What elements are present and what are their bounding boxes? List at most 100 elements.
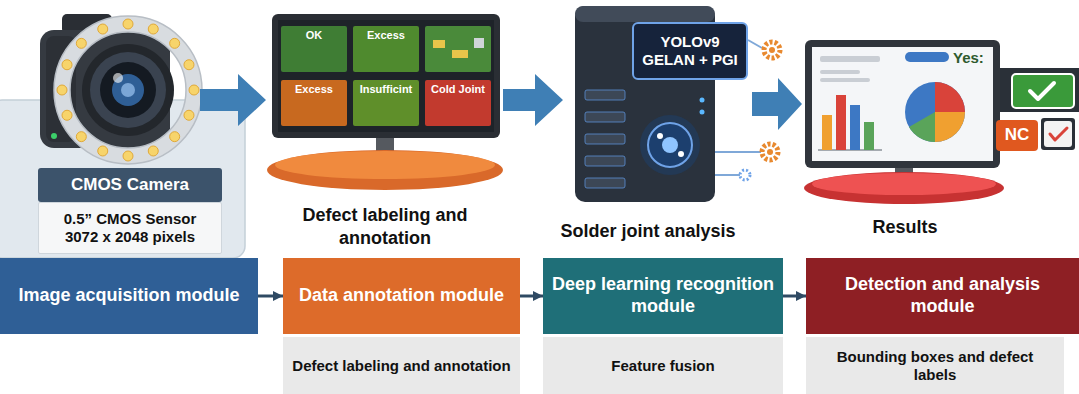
server-illustration (769, 47, 775, 53)
module-band: Data annotation module (283, 258, 520, 334)
ring-light (76, 132, 86, 142)
camera-illustration (113, 73, 123, 83)
results-monitor (805, 40, 1000, 168)
results-monitor (935, 82, 965, 112)
module-note-box: Feature fusion (543, 337, 783, 394)
model-label-box: YOLOv9 GELAN + PGI (632, 22, 748, 80)
annotation-monitor (425, 26, 491, 72)
results-monitor (804, 172, 1004, 204)
server-illustration (585, 156, 625, 166)
node-text: Detection and analysis module (814, 274, 1071, 317)
annotation-monitor (452, 50, 468, 58)
camera-illustration (62, 24, 194, 156)
flow-arrow (752, 78, 802, 130)
ring-light (170, 38, 180, 48)
node-text: 0.5” CMOS Sensor 3072 x 2048 pixels (47, 210, 213, 246)
results-monitor (905, 82, 965, 142)
results-monitor (822, 115, 832, 150)
ring-light (98, 146, 108, 156)
server-illustration (700, 110, 705, 115)
server-illustration (740, 170, 750, 180)
annotation-monitor (267, 150, 503, 190)
camera-illustration (51, 133, 57, 139)
server-illustration (657, 133, 663, 139)
ring-light (98, 24, 108, 34)
module-band: Image acquisition module (0, 258, 258, 334)
result-cards (1050, 128, 1067, 140)
results-monitor (812, 173, 996, 195)
result-cards (1041, 118, 1075, 150)
ring-light (76, 38, 86, 48)
result-cards (1012, 74, 1074, 108)
ring-light (184, 60, 194, 70)
annotation-monitor (474, 38, 484, 48)
server-illustration (715, 174, 740, 176)
node-text: Image acquisition module (18, 285, 239, 307)
stage-caption: Results (855, 216, 955, 239)
node-text: Bounding boxes and defect labels (814, 348, 1056, 384)
defect-tile: OK (281, 26, 347, 72)
camera-illustration (121, 83, 135, 97)
results-monitor (905, 52, 949, 62)
node-text: Insufficint (360, 83, 413, 96)
server-illustration (764, 42, 780, 58)
ring-light (148, 24, 158, 34)
node-text: Excess (367, 29, 405, 42)
camera-label-box: CMOS Camera (38, 168, 222, 202)
ring-light (62, 60, 72, 70)
module-note-box: Bounding boxes and defect labels (806, 337, 1064, 394)
results-monitor (804, 40, 1004, 204)
module-band: Detection and analysis module (806, 258, 1079, 334)
annotation-monitor (433, 40, 445, 48)
ring-light (148, 146, 158, 156)
annotation-monitor (376, 136, 394, 152)
node-text: NC (1005, 125, 1030, 145)
camera-illustration (54, 16, 202, 164)
sensor-spec-box: 0.5” CMOS Sensor 3072 x 2048 pixels (38, 202, 222, 254)
flow-connector (258, 295, 283, 298)
camera-illustration (40, 14, 202, 164)
annotation-monitor (278, 20, 494, 132)
results-monitor (812, 47, 993, 161)
result-cards (1030, 83, 1054, 99)
server-illustration (700, 98, 705, 103)
camera-illustration (90, 52, 166, 128)
server-illustration (748, 40, 762, 48)
results-monitor (909, 112, 935, 142)
camera-illustration (112, 74, 144, 106)
ring-light (184, 110, 194, 120)
defect-tile: Insufficint (353, 80, 419, 126)
server-illustration (585, 90, 625, 100)
ring-light (170, 132, 180, 142)
annotation-monitor (267, 14, 503, 190)
ring-light (189, 85, 199, 95)
node-text: OK (306, 29, 323, 42)
module-note-box: Defect labeling and annotation (283, 337, 520, 394)
server-illustration (767, 149, 773, 155)
defect-tile: Excess (281, 80, 347, 126)
node-text: Defect labeling and annotation (292, 357, 510, 375)
server-illustration (678, 151, 684, 157)
results-monitor (820, 56, 880, 62)
status-badge: NC (996, 120, 1038, 151)
ring-light (123, 19, 133, 29)
results-monitor (820, 70, 860, 74)
ring-light (57, 19, 199, 161)
server-illustration (575, 6, 715, 22)
node-text: Data annotation module (299, 285, 504, 307)
camera-illustration (70, 32, 186, 148)
screen-text: Yes: (953, 49, 993, 67)
node-text: YOLOv9 GELAN + PGI (642, 33, 738, 69)
ring-light (123, 151, 133, 161)
stage-caption: Defect labeling and annotation (290, 204, 480, 250)
camera-illustration (40, 30, 170, 148)
annotation-monitor (272, 14, 500, 138)
server-illustration (585, 178, 625, 188)
server-illustration (640, 115, 700, 175)
result-cards (1000, 68, 1079, 112)
camera-illustration (100, 62, 156, 118)
result-cards (1000, 68, 1079, 150)
stage-caption: Solder joint analysis (543, 220, 753, 243)
flow-connector (520, 295, 543, 298)
node-text: Excess (295, 83, 333, 96)
